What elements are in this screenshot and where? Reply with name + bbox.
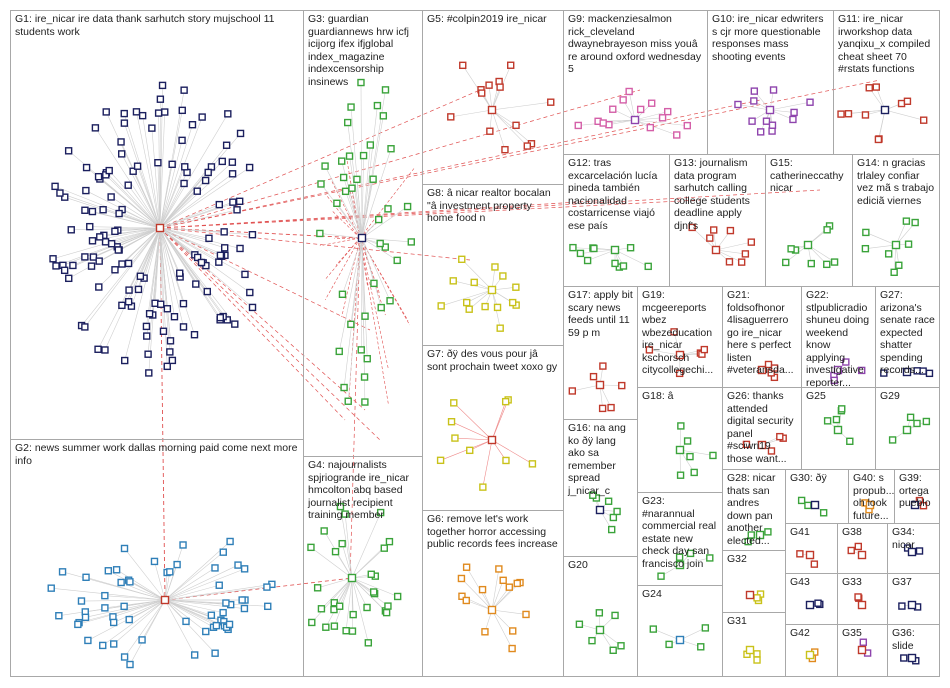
group-label-g13: G13: journalism data program sarhutch ca… bbox=[674, 157, 762, 232]
group-label-g27: G27: arizona's senate race expected shat… bbox=[880, 289, 936, 377]
group-label-g39: G39: ortega pueblo bbox=[899, 472, 936, 510]
group-label-g7: G7: ðÿ des vous pour jâ sont prochain tw… bbox=[427, 348, 560, 373]
group-label-g23: G23: #narannual commercial real estate n… bbox=[642, 495, 719, 570]
group-label-g24: G24 bbox=[642, 588, 719, 601]
group-label-g5: G5: #colpin2019 ire_nicar bbox=[427, 13, 560, 26]
group-label-g11: G11: ire_nicar irworkshop data yanqixu_x… bbox=[838, 13, 936, 76]
group-box-g15: G15: catherineccathy nicar bbox=[765, 154, 853, 287]
group-label-g38: G38 bbox=[842, 526, 884, 539]
group-label-g18: G18: â bbox=[642, 390, 719, 403]
group-label-g21: G21: foldsofhonor 4lisaguerrero go ire_n… bbox=[727, 289, 798, 377]
group-label-g6: G6: remove let's work together horror ac… bbox=[427, 513, 560, 551]
group-label-g12: G12: tras excarcelación lucía pineda tam… bbox=[568, 157, 666, 232]
group-label-g3: G3: guardian guardiannews hrw icfj icijo… bbox=[308, 13, 419, 88]
group-label-g29: G29 bbox=[880, 390, 936, 403]
group-label-g17: G17: apply bit scary news feeds until 11… bbox=[568, 289, 634, 339]
group-label-g35: G35 bbox=[842, 627, 884, 640]
group-box-g35: G35 bbox=[837, 624, 888, 677]
group-box-g27: G27: arizona's senate race expected shat… bbox=[875, 286, 940, 388]
group-label-g22: G22: stlpublicradio shuneu doing weekend… bbox=[806, 289, 872, 389]
group-label-g20: G20 bbox=[568, 559, 634, 572]
group-label-g42: G42 bbox=[790, 627, 834, 640]
group-box-g10: G10: ire_nicar edwriters s cjr more ques… bbox=[707, 10, 834, 155]
group-box-g3: G3: guardian guardiannews hrw icfj icijo… bbox=[303, 10, 423, 457]
group-box-g30: G30: ðÿ bbox=[785, 469, 849, 524]
group-box-g20: G20 bbox=[563, 556, 638, 677]
group-box-g11: G11: ire_nicar irworkshop data yanqixu_x… bbox=[833, 10, 940, 155]
group-box-g13: G13: journalism data program sarhutch ca… bbox=[669, 154, 766, 287]
group-box-g19: G19: mcgeereports wbez wbezeducation ire… bbox=[637, 286, 723, 388]
group-box-g12: G12: tras excarcelación lucía pineda tam… bbox=[563, 154, 670, 287]
group-label-g2: G2: news summer work dallas morning paid… bbox=[15, 442, 300, 467]
group-box-g4: G4: najournalists spjriogrande ire_nicar… bbox=[303, 456, 423, 677]
group-label-g14: G14: n gracias trlaley confiar vez mã s … bbox=[857, 157, 936, 207]
group-label-g34: G34: nicar bbox=[892, 526, 936, 551]
group-label-g1: G1: ire_nicar ire data thank sarhutch st… bbox=[15, 13, 300, 38]
group-box-g41: G41 bbox=[785, 523, 838, 574]
group-box-g31: G31 bbox=[722, 612, 786, 677]
group-box-g14: G14: n gracias trlaley confiar vez mã s … bbox=[852, 154, 940, 287]
group-label-g9: G9: mackenziesalmon rick_cleveland dwayn… bbox=[568, 13, 704, 76]
group-box-g32: G32 bbox=[722, 550, 786, 613]
group-box-g24: G24 bbox=[637, 585, 723, 677]
group-box-g2: G2: news summer work dallas morning paid… bbox=[10, 439, 304, 677]
group-label-g40: G40: s propub... oh look future... bbox=[853, 472, 891, 522]
group-box-g40: G40: s propub... oh look future... bbox=[848, 469, 895, 524]
group-box-g21: G21: foldsofhonor 4lisaguerrero go ire_n… bbox=[722, 286, 802, 388]
group-box-g38: G38 bbox=[837, 523, 888, 574]
group-box-g43: G43 bbox=[785, 573, 838, 625]
group-box-g8: G8: â nicar realtor bocalan "â investmen… bbox=[422, 184, 564, 346]
group-box-g9: G9: mackenziesalmon rick_cleveland dwayn… bbox=[563, 10, 708, 155]
group-label-g28: G28: nicar thats san andres down pan ano… bbox=[727, 472, 782, 547]
group-label-g10: G10: ire_nicar edwriters s cjr more ques… bbox=[712, 13, 830, 63]
group-box-g29: G29 bbox=[875, 387, 940, 470]
group-box-g22: G22: stlpublicradio shuneu doing weekend… bbox=[801, 286, 876, 388]
group-label-g43: G43 bbox=[790, 576, 834, 589]
group-label-g36: G36: slide bbox=[892, 627, 936, 652]
group-box-g6: G6: remove let's work together horror ac… bbox=[422, 510, 564, 677]
group-box-g33: G33 bbox=[837, 573, 888, 625]
group-label-g26: G26: thanks attended digital security pa… bbox=[727, 390, 798, 465]
group-label-g16: G16: na ang ko ðÿ lang ako sa remember s… bbox=[568, 422, 634, 497]
group-label-g37: G37 bbox=[892, 576, 936, 589]
group-box-g28: G28: nicar thats san andres down pan ano… bbox=[722, 469, 786, 551]
group-label-g30: G30: ðÿ bbox=[790, 472, 845, 485]
group-box-g36: G36: slide bbox=[887, 624, 940, 677]
group-box-g7: G7: ðÿ des vous pour jâ sont prochain tw… bbox=[422, 345, 564, 511]
group-box-g26: G26: thanks attended digital security pa… bbox=[722, 387, 802, 470]
group-label-g41: G41 bbox=[790, 526, 834, 539]
group-box-g18: G18: â bbox=[637, 387, 723, 493]
group-label-g19: G19: mcgeereports wbez wbezeducation ire… bbox=[642, 289, 719, 377]
group-box-g39: G39: ortega pueblo bbox=[894, 469, 940, 524]
group-label-g15: G15: catherineccathy nicar bbox=[770, 157, 849, 195]
group-label-g31: G31 bbox=[727, 615, 782, 628]
group-box-g25: G25 bbox=[801, 387, 876, 470]
group-box-g5: G5: #colpin2019 ire_nicar bbox=[422, 10, 564, 185]
group-label-g33: G33 bbox=[842, 576, 884, 589]
group-box-g17: G17: apply bit scary news feeds until 11… bbox=[563, 286, 638, 420]
group-label-g4: G4: najournalists spjriogrande ire_nicar… bbox=[308, 459, 419, 522]
group-label-g25: G25 bbox=[806, 390, 872, 403]
group-box-g34: G34: nicar bbox=[887, 523, 940, 574]
group-box-g1: G1: ire_nicar ire data thank sarhutch st… bbox=[10, 10, 304, 440]
group-label-g8: G8: â nicar realtor bocalan "â investmen… bbox=[427, 187, 560, 225]
group-box-g16: G16: na ang ko ðÿ lang ako sa remember s… bbox=[563, 419, 638, 557]
group-box-g37: G37 bbox=[887, 573, 940, 625]
group-label-g32: G32 bbox=[727, 553, 782, 566]
group-box-g23: G23: #narannual commercial real estate n… bbox=[637, 492, 723, 586]
group-box-g42: G42 bbox=[785, 624, 838, 677]
